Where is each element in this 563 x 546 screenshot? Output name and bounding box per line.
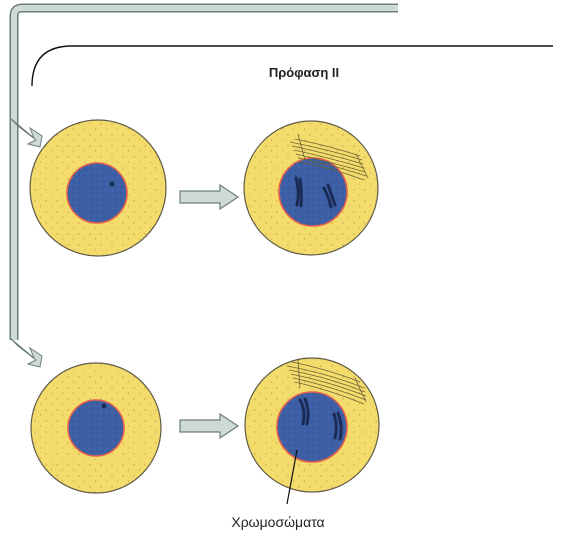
- down-right-arrow-icon: [9, 117, 43, 148]
- stage-title: Πρόφαση ΙΙ: [269, 65, 339, 80]
- chromosomes-label: Χρωμοσώματα: [231, 514, 324, 530]
- down-right-arrow-icon: [9, 337, 43, 368]
- spindle-fibers: [289, 133, 369, 181]
- stage-bracket-line: [31, 45, 553, 87]
- chromosome: [294, 176, 337, 209]
- cell-top-right: [243, 120, 379, 256]
- right-arrow-icon: [179, 412, 240, 440]
- right-arrow-icon: [179, 183, 240, 211]
- spindle-fibers: [286, 359, 367, 405]
- callout-pointer: [286, 449, 298, 505]
- chromosome: [298, 397, 343, 441]
- cell-top-left: [29, 119, 167, 257]
- cell-bottom-left: [30, 362, 162, 494]
- cell-bottom-right: [244, 357, 380, 493]
- branch-connector: [9, 3, 398, 340]
